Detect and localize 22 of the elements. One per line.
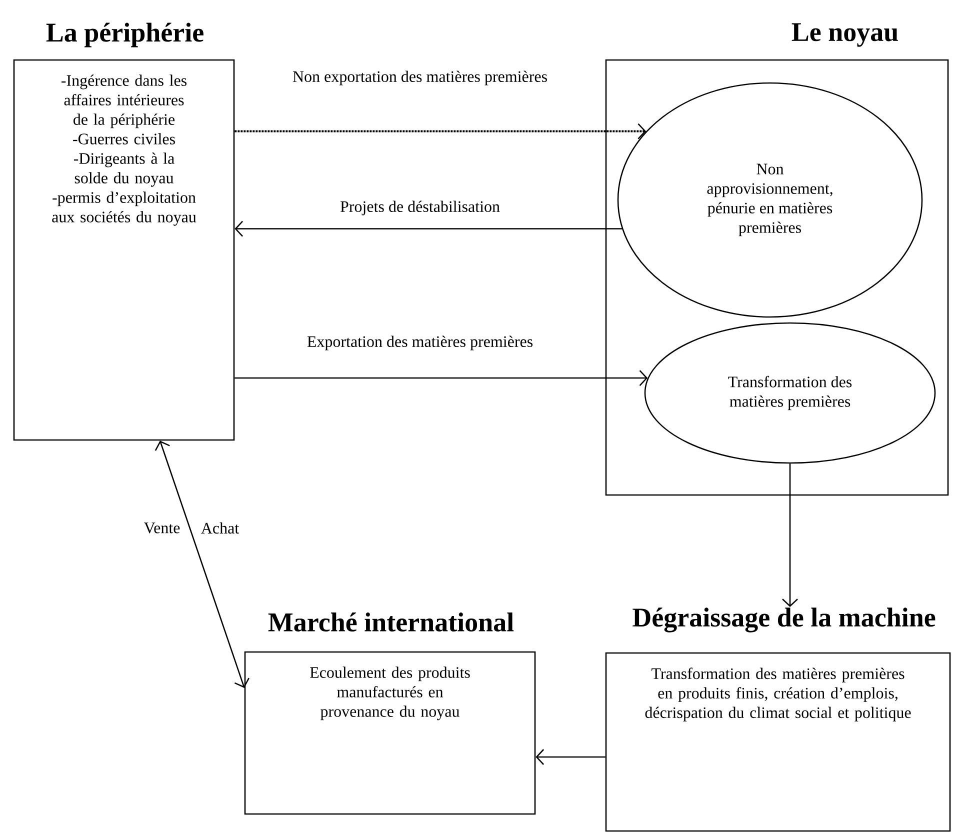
heading: Le noyau — [792, 23, 898, 47]
node-label: -Dirigeants à la solde du noyau — [74, 152, 174, 187]
edge-label: Non exportation des matières premières — [292, 70, 549, 86]
arrow — [782, 464, 798, 607]
node-label: -Ingérence dans les affaires intérieures de la périphérie — [62, 74, 187, 128]
edge-label: Exportation des matières premières — [306, 334, 534, 352]
text-box: -Ingérence dans les affaires intérieures de la périphérie -Guerres civiles -Dirigeants à la solde du noyau -permis d’exploitation aux sociétés du noyau — [13, 59, 235, 441]
arrow — [234, 370, 648, 386]
edge-label: Projets de déstabilisation — [339, 200, 501, 216]
edge-label: Vente — [142, 522, 182, 534]
heading: La périphérie — [46, 22, 204, 48]
node-label: -Guerres civiles — [73, 133, 175, 144]
arrow — [154, 440, 250, 688]
arrow — [234, 220, 622, 237]
arrow — [536, 749, 606, 765]
node-label: -permis d’exploitation aux sociétés du noyau — [52, 192, 196, 226]
heading: Dégraissage de la machine — [632, 608, 936, 632]
arrow — [234, 123, 646, 140]
text-box: Ecoulement des produits manufacturés en provenance du noyau — [244, 651, 536, 815]
heading: Marché international — [268, 612, 514, 632]
text-box: Transformation des matières premières en produits finis, création d’emplois, décrispation du climat social et politique — [605, 652, 951, 832]
side-label: Achat — [200, 521, 240, 535]
